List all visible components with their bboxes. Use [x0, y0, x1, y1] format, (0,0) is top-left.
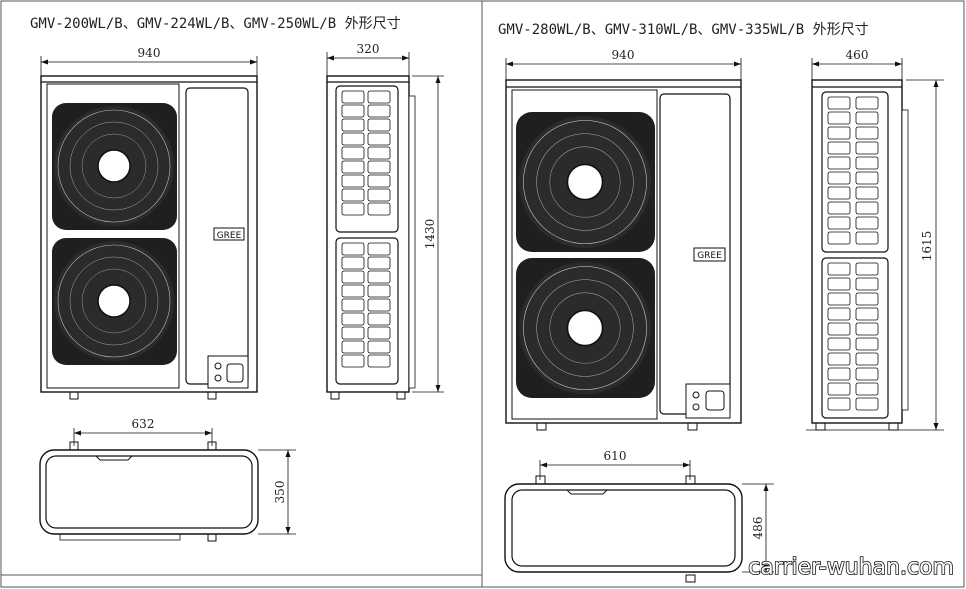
right-height-label: 1615	[920, 231, 934, 262]
right-front-width-label: 940	[612, 48, 635, 62]
right-side-view	[806, 79, 909, 431]
left-mount-spacing-label: 632	[132, 417, 155, 431]
left-side-view	[326, 75, 416, 400]
right-base-view: 486	[504, 475, 774, 583]
right-mount-spacing-label: 610	[604, 449, 627, 463]
left-panel: GMV-200WL/B、GMV-224WL/B、GMV-250WL/B 外形尺寸…	[30, 16, 444, 542]
right-front-view: GREE	[505, 79, 742, 431]
left-side-depth-dimension: 320	[326, 42, 410, 80]
left-base-depth-label: 350	[273, 481, 287, 504]
left-panel-title: GMV-200WL/B、GMV-224WL/B、GMV-250WL/B 外形尺寸	[30, 16, 401, 32]
right-side-depth-label: 460	[846, 48, 869, 62]
left-front-width-label: 940	[138, 46, 161, 60]
left-front-view: GREE	[40, 75, 258, 400]
left-height-label: 1430	[423, 219, 437, 250]
left-brand-badge: GREE	[217, 231, 242, 241]
left-base-view: 350	[39, 441, 296, 542]
right-panel-title: GMV-280WL/B、GMV-310WL/B、GMV-335WL/B 外形尺寸	[498, 22, 869, 38]
left-mount-spacing-dimension: 632	[73, 417, 213, 446]
right-mount-spacing-dimension: 610	[539, 449, 691, 480]
left-height-dimension: 1430	[412, 75, 444, 393]
right-brand-badge: GREE	[697, 251, 722, 261]
watermark-text: carrier-wuhan.com	[748, 555, 954, 580]
right-height-dimension: 1615	[906, 79, 944, 431]
right-base-depth-label: 486	[751, 517, 765, 540]
right-panel: GMV-280WL/B、GMV-310WL/B、GMV-335WL/B 外形尺寸…	[498, 22, 944, 583]
left-front-width-dimension: 940	[40, 46, 258, 80]
right-front-width-dimension: 940	[505, 48, 742, 84]
right-side-depth-dimension: 460	[811, 48, 903, 84]
left-side-depth-label: 320	[357, 42, 380, 56]
